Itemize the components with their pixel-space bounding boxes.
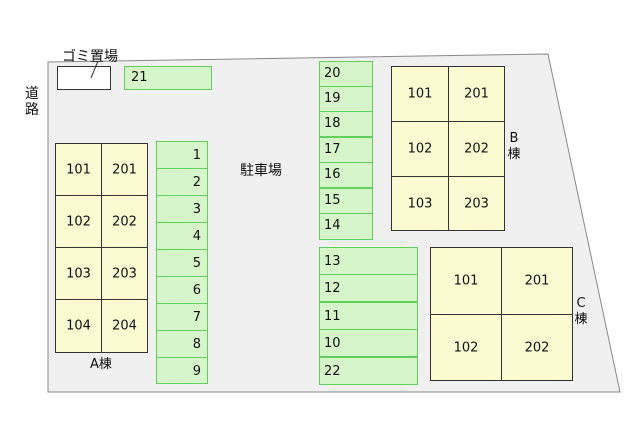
parking-space-number: 9 bbox=[192, 364, 201, 379]
parking-column-center-top: 20 19 18 17 16 15 14 bbox=[319, 61, 373, 240]
building-b-room: 103 bbox=[391, 176, 449, 231]
room-number: 104 bbox=[66, 318, 91, 334]
parking-space-12: 12 bbox=[319, 274, 418, 302]
building-c: 101 201 102 202 bbox=[430, 247, 573, 381]
parking-space-18: 18 bbox=[319, 111, 373, 137]
road-label-text: 道路 bbox=[25, 86, 39, 118]
garbage-pointer-line bbox=[90, 60, 99, 79]
parking-space-number: 3 bbox=[192, 202, 201, 217]
garbage-label: ゴミ置場 bbox=[62, 49, 118, 65]
road-label: 道路 bbox=[24, 86, 40, 118]
building-b-room: 202 bbox=[448, 121, 505, 177]
parking-space-number: 2 bbox=[192, 175, 201, 190]
parking-space-11: 11 bbox=[319, 302, 418, 330]
building-b-room: 101 bbox=[391, 66, 449, 122]
parking-space-3: 3 bbox=[156, 195, 208, 223]
parking-space-10: 10 bbox=[319, 329, 418, 357]
building-c-label-text: C棟 bbox=[574, 296, 588, 327]
parking-space-number: 1 bbox=[192, 148, 201, 163]
parking-space-number: 15 bbox=[324, 193, 341, 208]
parking-space-20: 20 bbox=[319, 61, 373, 87]
parking-space-number: 12 bbox=[324, 281, 341, 296]
building-c-room: 101 bbox=[430, 247, 502, 315]
building-a-room: 103 bbox=[55, 247, 102, 300]
room-number: 103 bbox=[407, 196, 433, 211]
room-number: 203 bbox=[112, 266, 137, 281]
building-a: 101 201 102 202 103 203 104 204 bbox=[55, 143, 148, 353]
building-c-room: 201 bbox=[501, 247, 573, 315]
building-c-room: 202 bbox=[501, 314, 573, 381]
parking-space-6: 6 bbox=[156, 276, 208, 304]
building-b: 101 201 102 202 103 203 bbox=[391, 66, 505, 231]
parking-space-number: 7 bbox=[192, 310, 201, 325]
building-a-room: 101 bbox=[55, 143, 102, 196]
parking-column-center-bottom: 13 12 11 10 22 bbox=[319, 247, 418, 385]
parking-space-15: 15 bbox=[319, 188, 373, 214]
parking-space-number: 19 bbox=[324, 91, 341, 106]
room-number: 102 bbox=[453, 340, 479, 355]
building-c-room: 102 bbox=[430, 314, 502, 381]
building-b-room: 201 bbox=[448, 66, 505, 122]
building-b-room: 203 bbox=[448, 176, 505, 231]
room-number: 201 bbox=[112, 162, 137, 177]
parking-space-21: 21 bbox=[124, 66, 212, 90]
building-a-room: 203 bbox=[101, 247, 148, 300]
room-number: 202 bbox=[112, 214, 137, 229]
parking-space-22: 22 bbox=[319, 357, 418, 385]
building-a-room: 204 bbox=[101, 299, 148, 353]
building-b-label: B棟 bbox=[506, 131, 522, 163]
parking-space-4: 4 bbox=[156, 222, 208, 250]
parking-space-number: 21 bbox=[131, 70, 148, 85]
room-number: 202 bbox=[464, 141, 489, 157]
room-number: 101 bbox=[66, 162, 91, 177]
parking-space-number: 10 bbox=[324, 336, 341, 351]
parking-space-7: 7 bbox=[156, 303, 208, 331]
room-number: 101 bbox=[453, 273, 479, 289]
room-number: 201 bbox=[464, 86, 489, 102]
parking-space-number: 8 bbox=[192, 337, 201, 352]
parking-space-number: 22 bbox=[324, 364, 341, 379]
building-a-label: A棟 bbox=[90, 357, 112, 372]
parking-space-number: 13 bbox=[324, 254, 341, 269]
parking-space-13: 13 bbox=[319, 247, 418, 275]
parking-space-1: 1 bbox=[156, 141, 208, 169]
room-number: 202 bbox=[524, 340, 550, 355]
room-number: 101 bbox=[407, 86, 433, 102]
room-number: 201 bbox=[524, 273, 550, 289]
room-number: 102 bbox=[407, 141, 433, 157]
building-a-room: 102 bbox=[55, 195, 102, 248]
building-a-room: 202 bbox=[101, 195, 148, 248]
parking-space-number: 5 bbox=[192, 256, 201, 271]
parking-space-number: 18 bbox=[324, 116, 341, 131]
parking-space-number: 4 bbox=[192, 229, 201, 244]
parking-space-number: 16 bbox=[324, 167, 341, 182]
building-b-label-text: B棟 bbox=[507, 131, 521, 162]
parking-label: 駐車場 bbox=[240, 163, 282, 179]
building-c-label: C棟 bbox=[573, 296, 589, 328]
room-number: 102 bbox=[66, 214, 91, 229]
parking-space-number: 6 bbox=[192, 283, 201, 298]
garbage-area bbox=[57, 66, 111, 90]
parking-space-8: 8 bbox=[156, 330, 208, 358]
parking-space-number: 20 bbox=[324, 66, 341, 81]
room-number: 203 bbox=[464, 196, 489, 211]
parking-space-2: 2 bbox=[156, 168, 208, 196]
building-a-room: 104 bbox=[55, 299, 102, 353]
parking-space-16: 16 bbox=[319, 162, 373, 188]
parking-space-9: 9 bbox=[156, 357, 208, 384]
parking-space-number: 17 bbox=[324, 142, 341, 157]
parking-space-17: 17 bbox=[319, 137, 373, 163]
room-number: 103 bbox=[66, 266, 91, 281]
parking-column-left: 1 2 3 4 5 6 7 8 9 bbox=[156, 141, 208, 384]
building-b-room: 102 bbox=[391, 121, 449, 177]
room-number: 204 bbox=[112, 318, 137, 334]
parking-space-number: 11 bbox=[324, 309, 341, 324]
building-a-room: 201 bbox=[101, 143, 148, 196]
parking-space-number: 14 bbox=[324, 218, 341, 233]
parking-space-19: 19 bbox=[319, 86, 373, 112]
parking-space-14: 14 bbox=[319, 213, 373, 240]
parking-space-5: 5 bbox=[156, 249, 208, 277]
